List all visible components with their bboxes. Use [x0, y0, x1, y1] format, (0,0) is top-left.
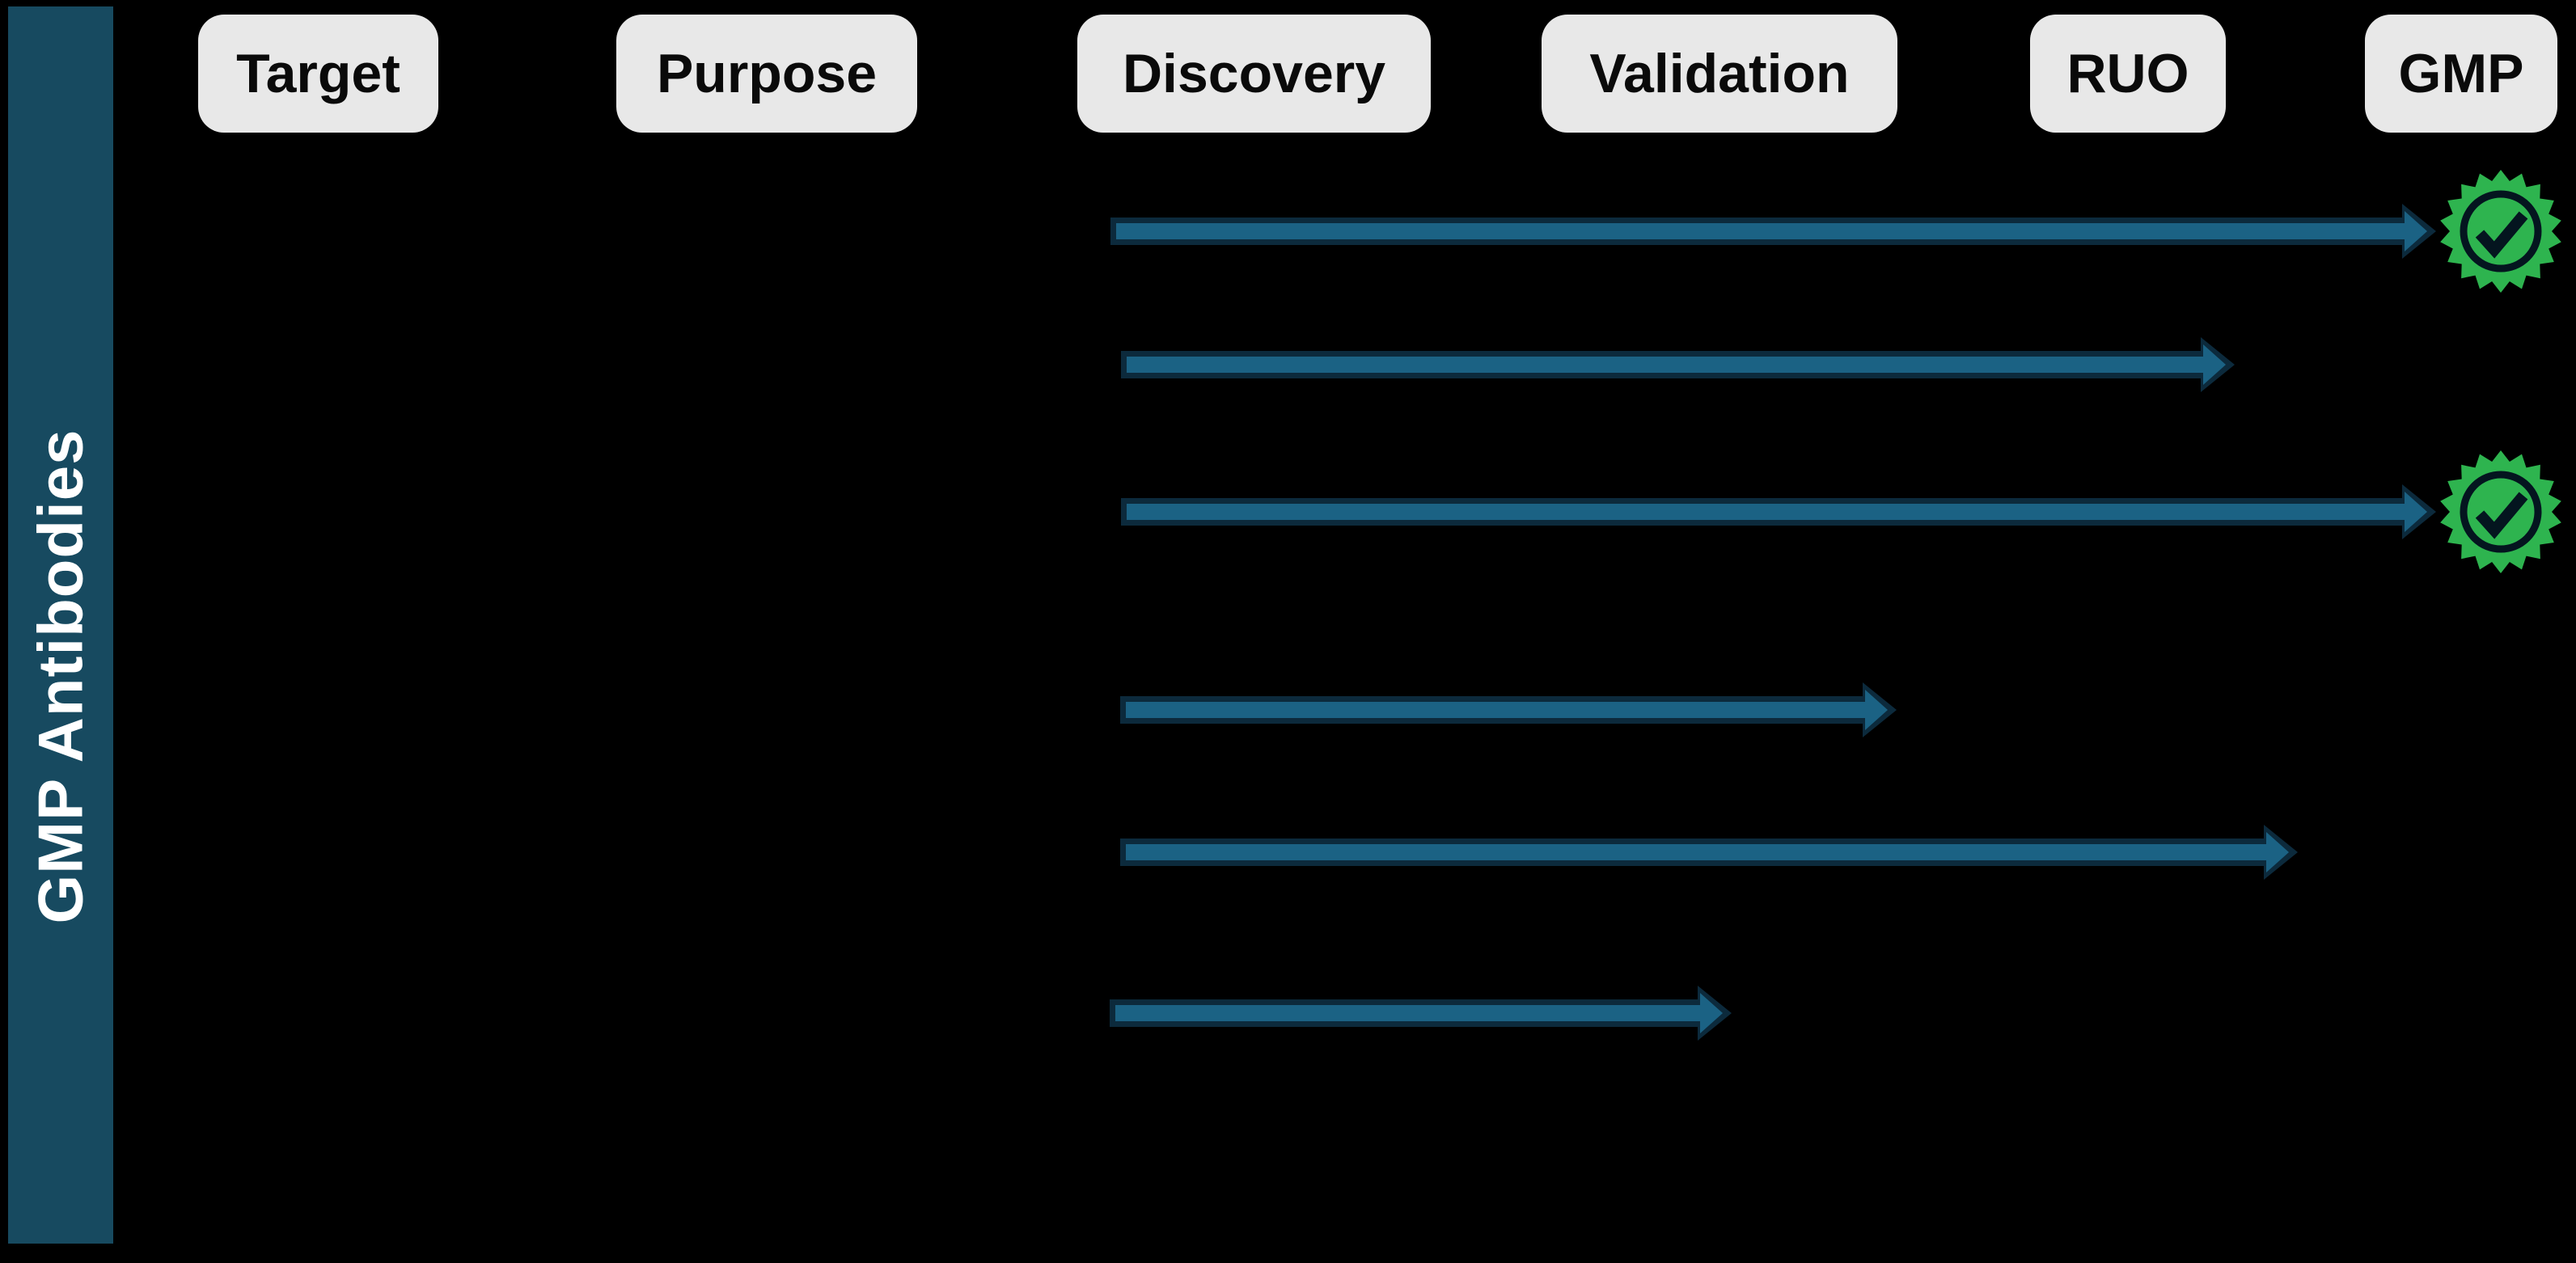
column-header-purpose: Purpose	[616, 15, 917, 133]
pipeline-arrow-row-2	[1121, 337, 2235, 392]
column-header-ruo: RUO	[2030, 15, 2226, 133]
column-header-validation: Validation	[1542, 15, 1897, 133]
column-header-target: Target	[198, 15, 438, 133]
sidebar-band: GMP Antibodies	[8, 6, 113, 1244]
pipeline-arrow-row-5	[1120, 825, 2298, 880]
pipeline-arrow-row-3	[1121, 484, 2436, 539]
column-header-discovery: Discovery	[1077, 15, 1431, 133]
column-header-gmp: GMP	[2365, 15, 2557, 133]
pipeline-arrow-row-4	[1120, 682, 1897, 737]
check-seal-icon	[2440, 450, 2561, 573]
pipeline-arrow-row-6	[1110, 986, 1732, 1041]
pipeline-arrow-row-1	[1110, 204, 2436, 259]
check-seal-icon	[2440, 170, 2561, 293]
